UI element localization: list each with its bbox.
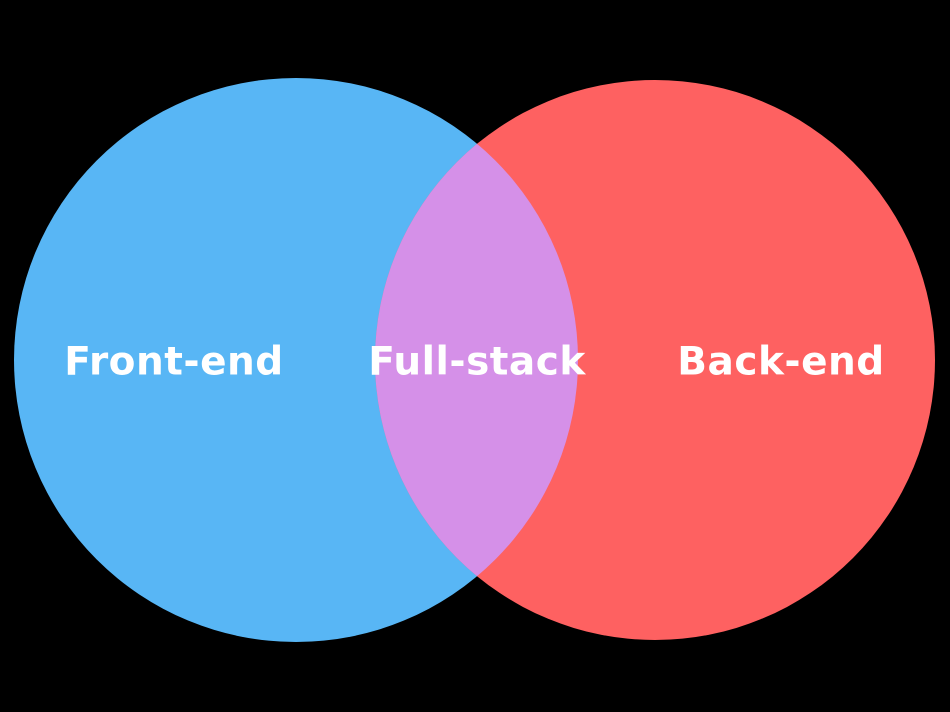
intersection-region	[375, 80, 578, 640]
full-stack-label: Full-stack	[368, 340, 586, 385]
front-end-label: Front-end	[64, 340, 283, 385]
back-end-label: Back-end	[677, 340, 884, 385]
